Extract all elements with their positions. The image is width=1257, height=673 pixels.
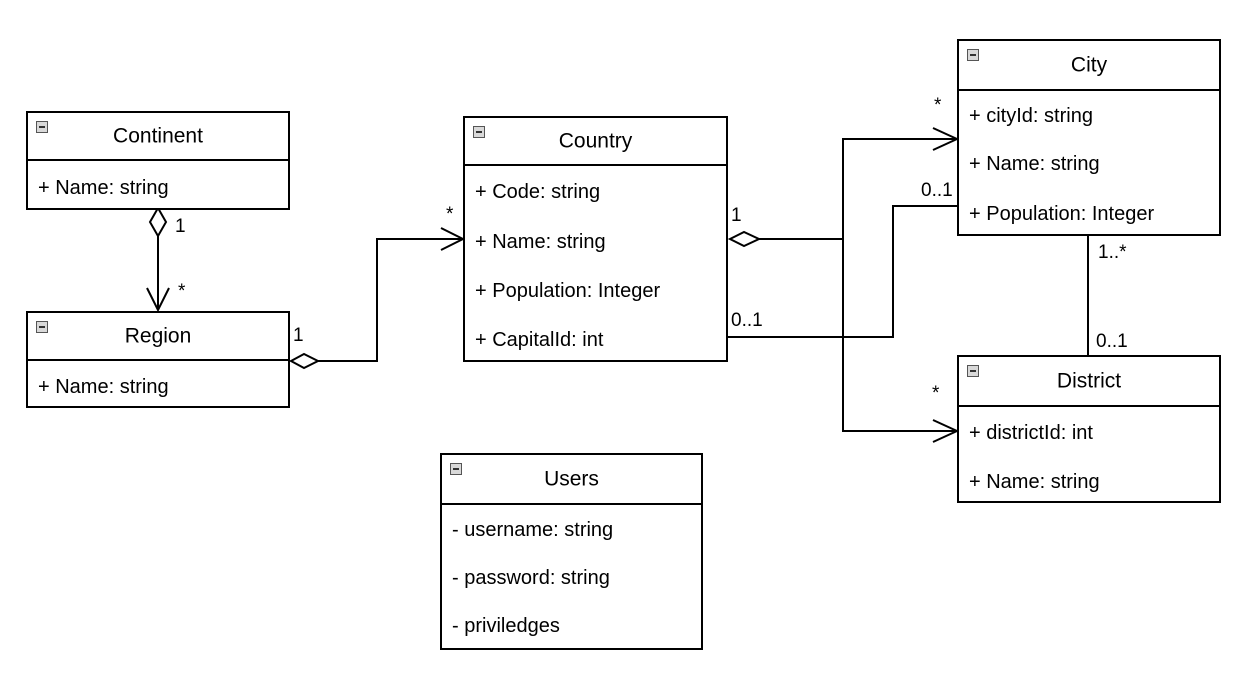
multiplicity-label: 1..* [1098,242,1127,263]
class-name: City [1070,53,1108,77]
region-country-link [318,238,463,362]
class-header: Region [28,313,288,361]
multiplicity-label: * [932,383,940,404]
attribute: + Population: Integer [969,203,1155,225]
continent-aggregation-diamond [148,205,168,239]
multiplicity-label: 0..1 [731,310,763,331]
class-city[interactable]: City + cityId: string + Name: string + P… [957,39,1221,236]
class-country[interactable]: Country + Code: string + Name: string + … [463,116,728,362]
multiplicity-label: 1 [293,325,304,346]
country-aggregation-diamond [727,230,762,248]
attribute: + Name: string [38,177,169,199]
multiplicity-label: 1 [175,216,186,237]
class-name: Continent [113,124,203,148]
class-region[interactable]: Region + Name: string [26,311,290,408]
multiplicity-label: * [178,281,186,302]
class-header: City [959,41,1219,91]
collapse-icon[interactable] [967,49,979,61]
class-header: Country [465,118,726,166]
multiplicity-label: 1 [731,205,742,226]
city-arrowhead [932,127,960,151]
attribute: - priviledges [452,615,560,637]
attribute: + Name: string [475,231,606,253]
class-header: Continent [28,113,288,161]
class-header: District [959,357,1219,407]
country-district-link [842,239,957,432]
multiplicity-label: 0..1 [921,180,953,201]
attribute: - username: string [452,519,614,541]
attribute: + Code: string [475,181,601,203]
attribute: + cityId: string [969,105,1093,127]
class-users[interactable]: Users - username: string - password: str… [440,453,703,650]
class-continent[interactable]: Continent + Name: string [26,111,290,210]
region-aggregation-diamond [288,352,321,370]
collapse-icon[interactable] [36,121,48,133]
class-district[interactable]: District + districtId: int + Name: strin… [957,355,1221,503]
class-name: Region [124,324,192,348]
attribute: + Name: string [38,376,169,398]
attribute: + Name: string [969,471,1100,493]
class-name: Users [544,467,599,491]
district-arrowhead [932,419,960,443]
class-name: District [1056,369,1122,393]
multiplicity-label: 0..1 [1096,331,1128,352]
multiplicity-label: * [934,95,942,116]
attribute: + CapitalId: int [475,329,604,351]
collapse-icon[interactable] [967,365,979,377]
attribute: + districtId: int [969,422,1093,444]
multiplicity-label: * [446,204,454,225]
attribute: - password: string [452,567,610,589]
class-name: Country [558,129,633,153]
collapse-icon[interactable] [473,126,485,138]
collapse-icon[interactable] [36,321,48,333]
collapse-icon[interactable] [450,463,462,475]
attribute: + Name: string [969,153,1100,175]
region-arrowhead [146,287,170,313]
attribute: + Population: Integer [475,280,661,302]
country-arrowhead [440,227,466,251]
class-header: Users [442,455,701,505]
